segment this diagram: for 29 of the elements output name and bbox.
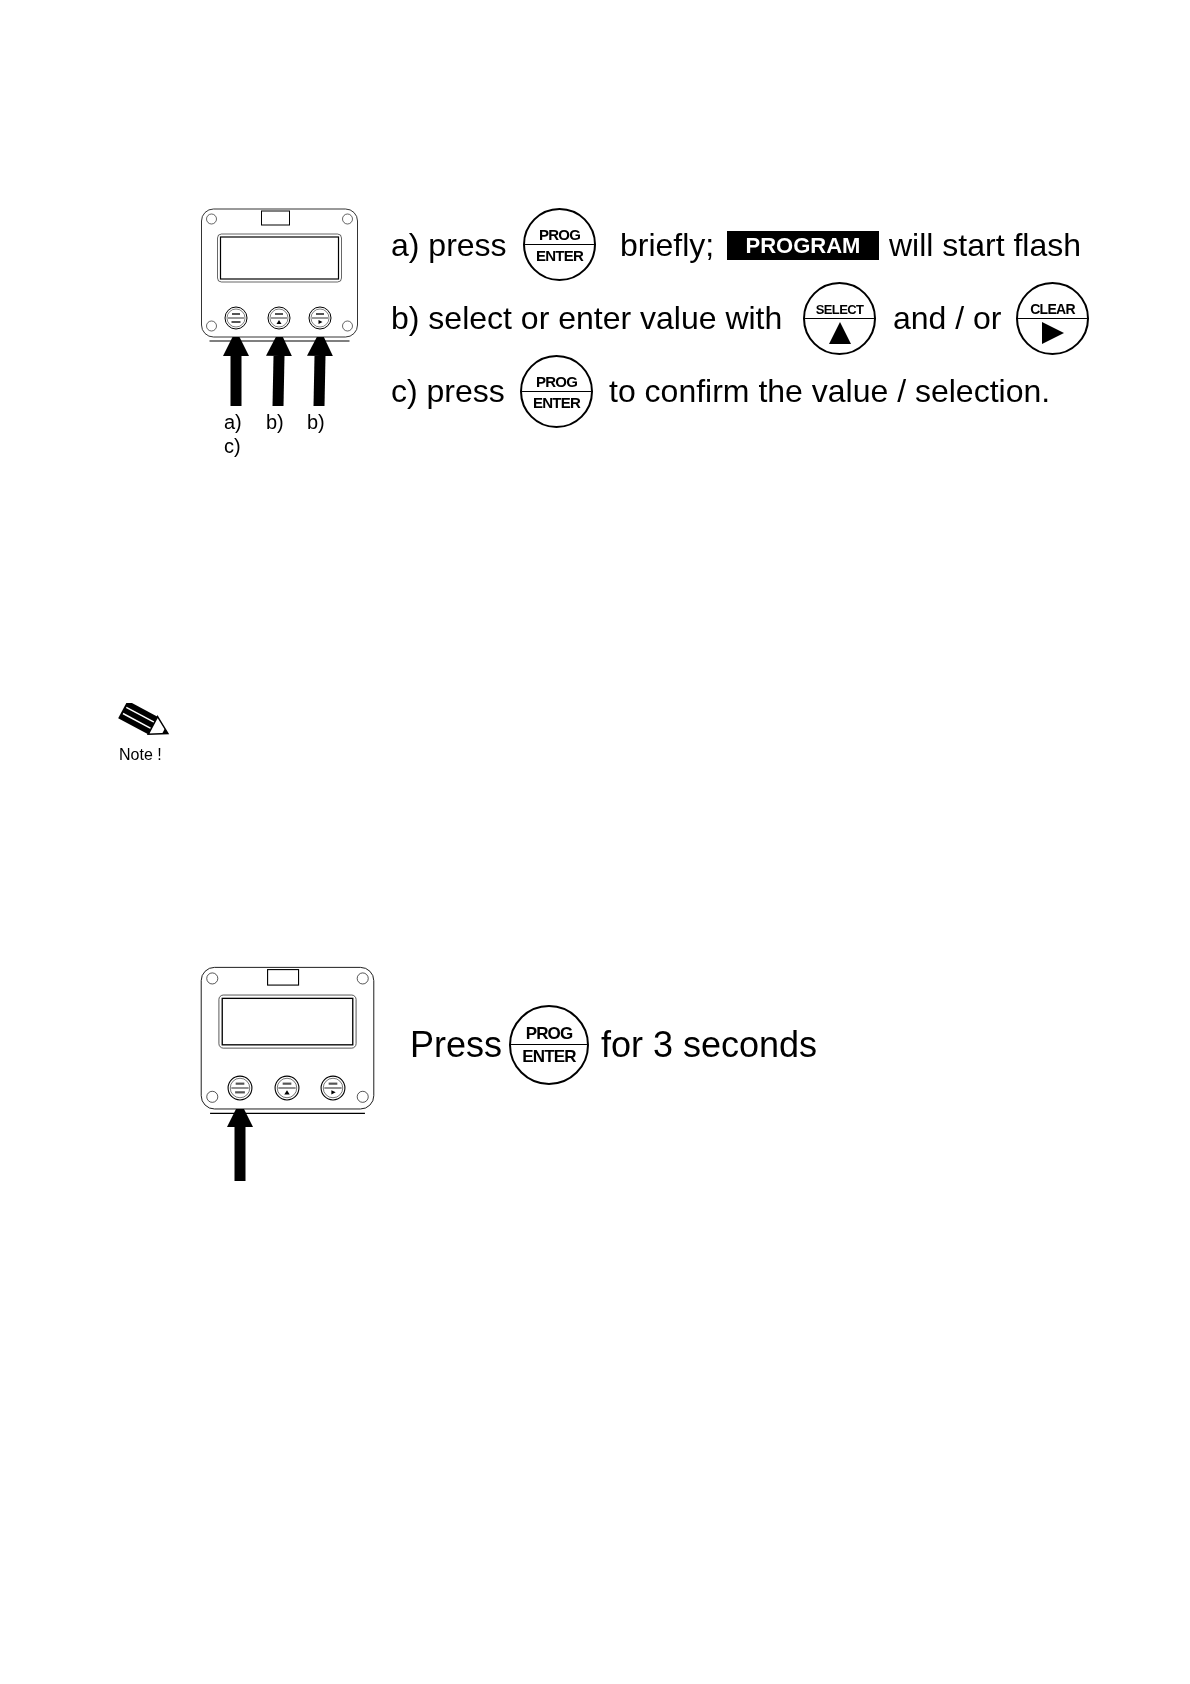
instruction-text: Note ! (119, 747, 162, 763)
key-button-symbol (320, 1075, 346, 1101)
key-button-symbol (308, 306, 332, 330)
callout-letter: b) (307, 410, 325, 434)
instruction-text: a) press (391, 229, 507, 261)
key-button-symbol (224, 306, 248, 330)
key-button-symbol (267, 306, 291, 330)
key-label: CLEAR (1030, 301, 1075, 316)
callout-letter: b) (266, 410, 284, 434)
instruction-text: and / or (893, 302, 1002, 334)
key-button-symbol (274, 1075, 300, 1101)
instruction-text: Press (410, 1027, 503, 1063)
instruction-text: will start flash (889, 229, 1082, 261)
instruction-text: b) select or enter value with (391, 302, 783, 334)
key-button-symbol (227, 1075, 253, 1101)
callout-letter: a) (224, 410, 242, 434)
key-label: PROG (525, 1025, 573, 1042)
instruction-text: to confirm the value / selection. (609, 375, 1051, 407)
key-label: ENTER (535, 247, 584, 263)
key-label: ENTER (532, 394, 581, 410)
callout-letter: c) (224, 434, 241, 458)
program-badge: PROGRAM (727, 231, 879, 260)
key-label: PROG (535, 373, 578, 389)
key-label: ENTER (522, 1048, 576, 1065)
instruction-text: briefly; (620, 229, 715, 261)
instruction-text: c) press (391, 375, 505, 407)
key-label: PROG (538, 226, 581, 242)
instruction-text: for 3 seconds (601, 1027, 818, 1063)
key-label: SELECT (815, 302, 864, 316)
